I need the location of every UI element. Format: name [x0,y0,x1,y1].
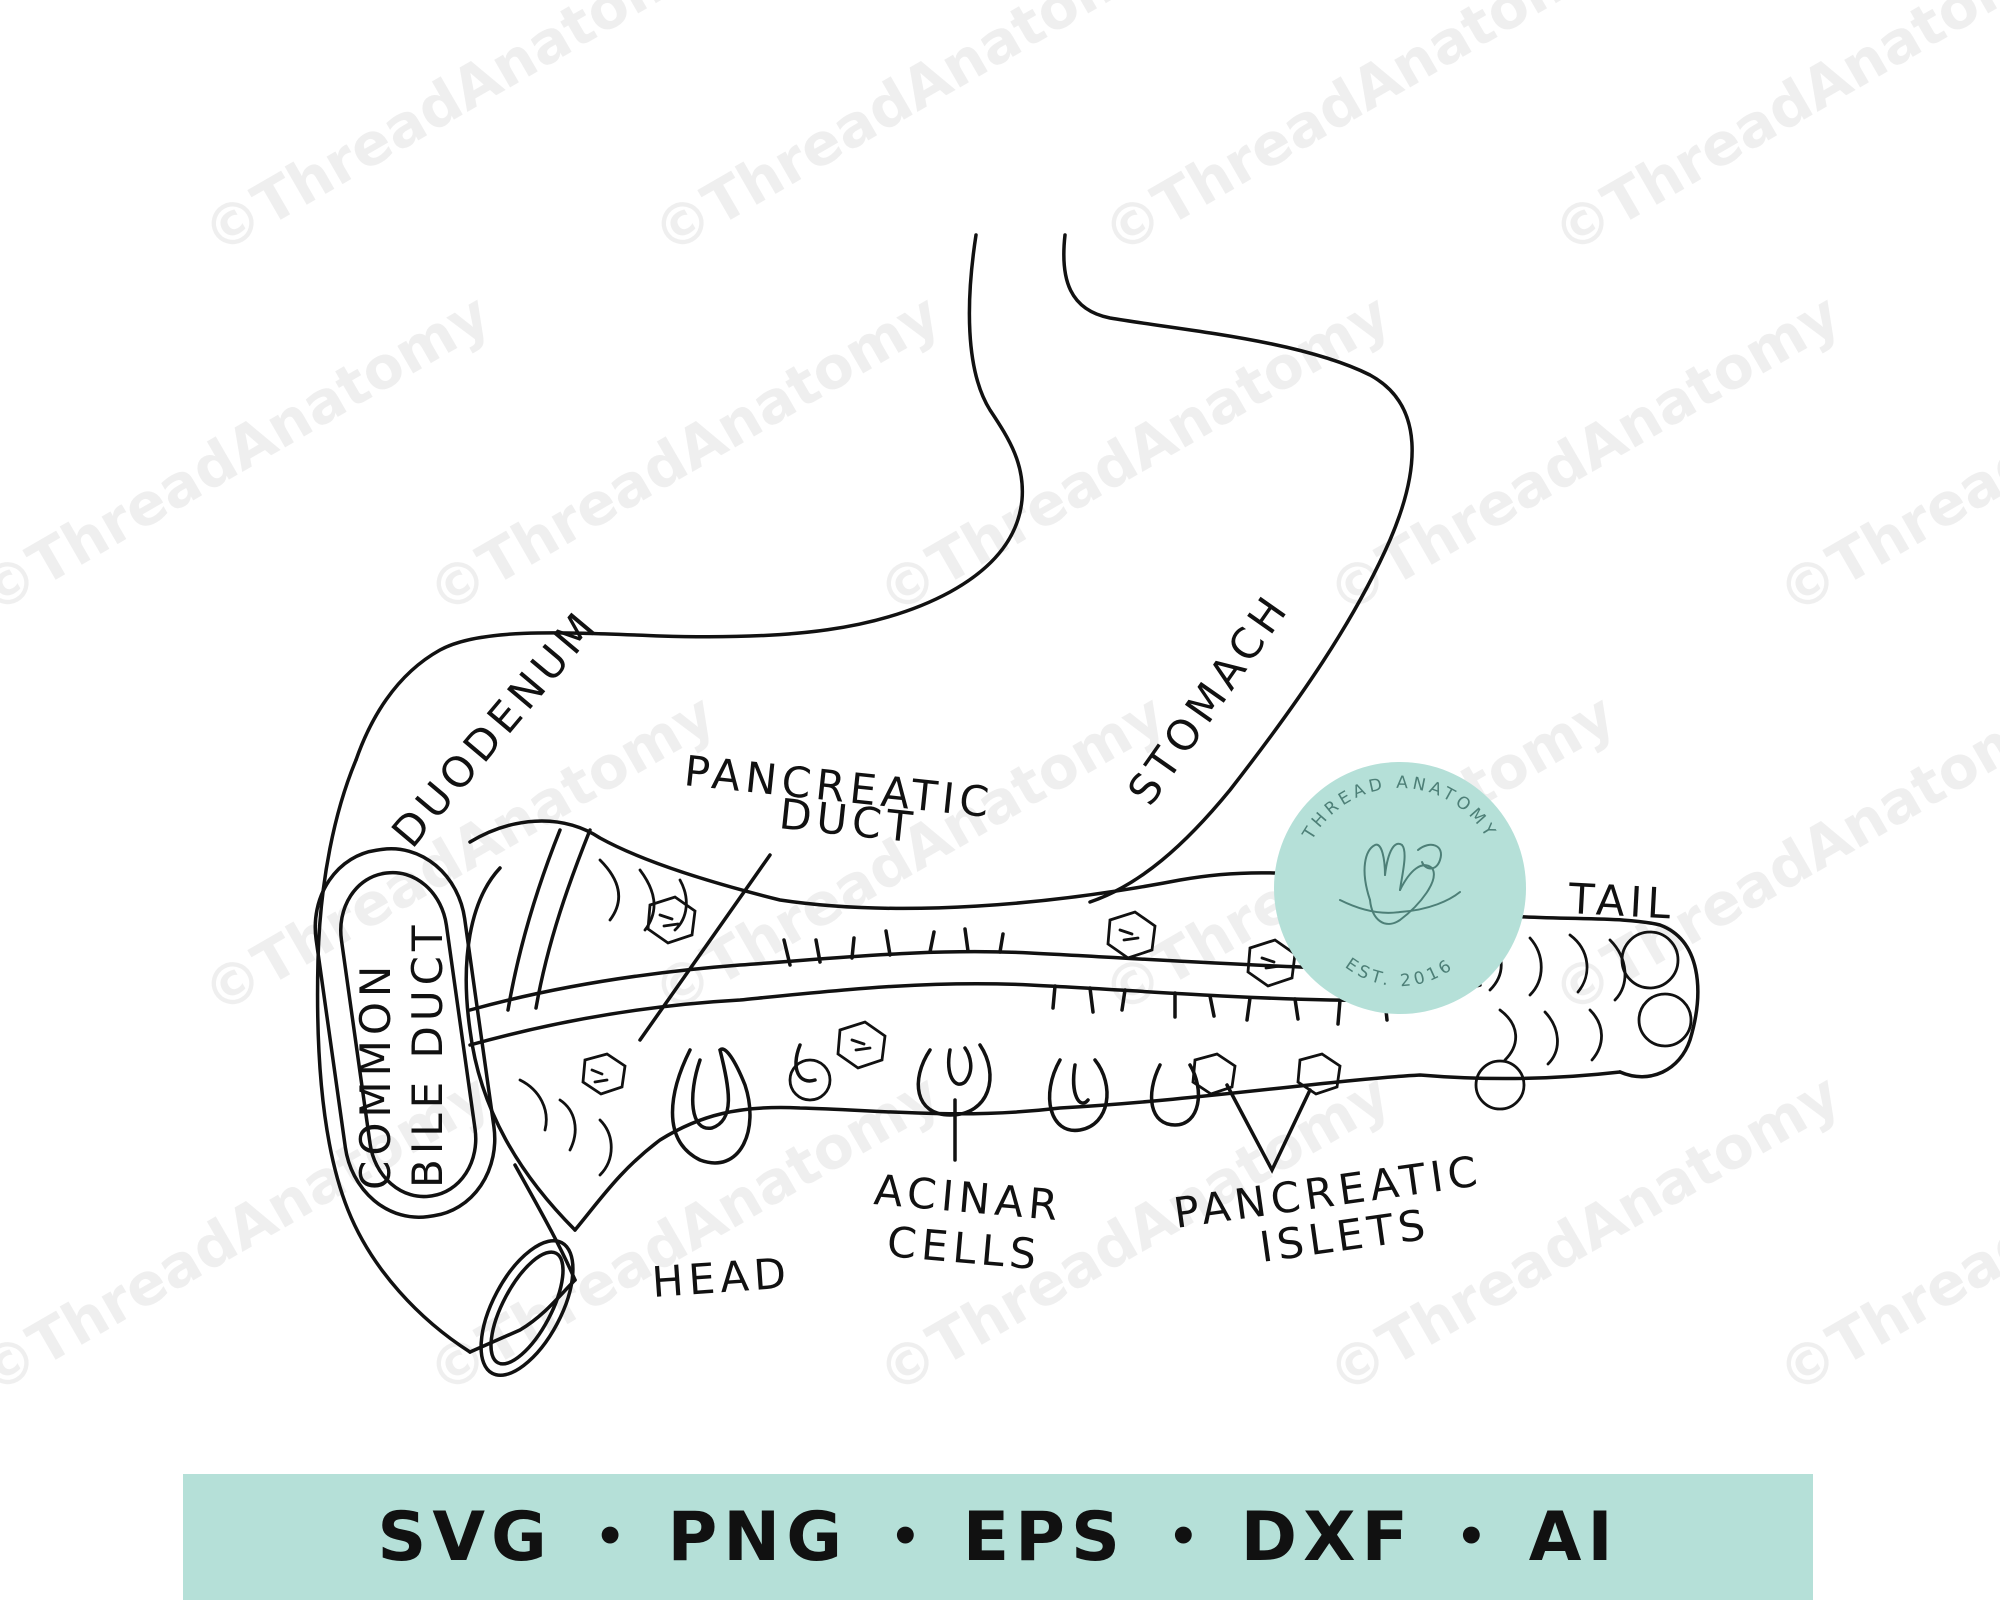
format-bar: SVG • PNG • EPS • DXF • AI [183,1474,1813,1600]
label-common-bile-duct-line1: COMMON [351,961,400,1190]
format-eps: EPS [962,1497,1126,1577]
format-separator: • [1456,1509,1487,1565]
common-bile-duct-loop [313,847,497,1219]
label-head: HEAD [650,1248,792,1307]
format-dxf: DXF [1240,1497,1414,1577]
format-png: PNG [667,1497,849,1577]
pancreas-outline [464,819,1700,1232]
label-common-bile-duct-line2: BILE DUCT [403,920,452,1188]
pancreas-lobules [518,858,1693,1177]
duodenum-opening [479,1238,575,1378]
format-svg: SVG [377,1497,553,1577]
hand-sewing-icon [1339,842,1461,925]
label-duodenum: DUODENUM [382,600,608,856]
format-separator: • [1167,1509,1199,1565]
label-tail: TAIL [1566,874,1676,929]
format-separator: • [890,1509,921,1565]
format-bar-background [183,1474,1813,1600]
pancreatic-islets-pointer [1225,1083,1312,1174]
pancreatic-duct-pointer [638,853,772,1042]
format-ai: AI [1528,1497,1619,1577]
thread-anatomy-badge: THREAD ANATOMY EST. 2016 [1274,762,1526,1014]
format-separator: • [594,1509,626,1565]
label-stomach: STOMACH [1118,585,1299,814]
stomach-outline [354,233,1414,904]
acinar-cell-loops [670,1043,1201,1165]
pancreatic-islets [581,895,1342,1096]
